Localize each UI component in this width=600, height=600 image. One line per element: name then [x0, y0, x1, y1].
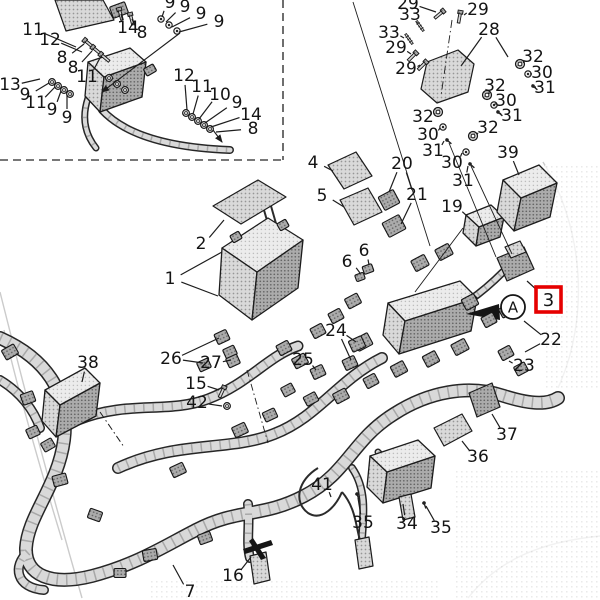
callout-5-25[interactable]: 5: [317, 186, 328, 206]
callout-29-41[interactable]: 29: [397, 0, 419, 14]
callout-8-11[interactable]: 8: [137, 23, 148, 43]
callout-9-6[interactable]: 9: [20, 85, 31, 105]
callout-8-21[interactable]: 8: [248, 119, 259, 139]
callout-9-13[interactable]: 9: [180, 0, 191, 17]
callout-1-22[interactable]: 1: [165, 269, 176, 289]
callout-36-62[interactable]: 36: [467, 447, 489, 467]
callout-6-27[interactable]: 6: [342, 252, 353, 272]
callout-22-34[interactable]: 22: [540, 330, 562, 350]
callout-4-24[interactable]: 4: [308, 153, 319, 173]
callout-39-65[interactable]: 39: [497, 143, 519, 163]
callout-30-51[interactable]: 30: [495, 91, 517, 111]
callout-24-36[interactable]: 24: [325, 321, 347, 341]
callout-11-0[interactable]: 11: [22, 20, 44, 40]
callout-33-46[interactable]: 33: [378, 23, 400, 43]
callout-32-53[interactable]: 32: [412, 107, 434, 127]
callout-29-43[interactable]: 29: [385, 38, 407, 58]
callout-35-60[interactable]: 35: [352, 513, 374, 533]
callout-32-50[interactable]: 32: [484, 76, 506, 96]
callout-9-9[interactable]: 9: [62, 108, 73, 128]
callout-13-5[interactable]: 13: [0, 75, 21, 95]
callout-19-31[interactable]: 19: [441, 197, 463, 217]
callout-38-64[interactable]: 38: [77, 353, 99, 373]
callout-9-19[interactable]: 9: [232, 93, 243, 113]
callout-31-49[interactable]: 31: [534, 78, 556, 98]
callout-35-61[interactable]: 35: [430, 518, 452, 538]
hull-outline-layer: [0, 161, 600, 600]
callout-10-18[interactable]: 10: [209, 85, 231, 105]
callout-30-57[interactable]: 30: [441, 153, 463, 173]
callout-20-32[interactable]: 20: [391, 154, 413, 174]
callout-28-40[interactable]: 28: [478, 20, 500, 40]
callout-14-10[interactable]: 14: [117, 18, 139, 38]
callout-16-30[interactable]: 16: [222, 566, 244, 586]
callout-33-45[interactable]: 33: [399, 5, 421, 25]
callout-7-28[interactable]: 7: [185, 582, 196, 600]
view-a-circle: [500, 294, 526, 320]
callout-42-67[interactable]: 42: [186, 393, 208, 413]
view-a-label: A: [508, 299, 519, 317]
callout-25-37[interactable]: 25: [292, 350, 314, 370]
callout-11-7[interactable]: 11: [25, 93, 47, 113]
callout-27-39[interactable]: 27: [200, 353, 222, 373]
callout-2-23[interactable]: 2: [196, 234, 207, 254]
inset-border-layer: [0, 0, 284, 161]
highlighted-callout-box[interactable]: [534, 285, 563, 314]
callout-9-12[interactable]: 9: [165, 0, 176, 13]
callout-30-48[interactable]: 30: [531, 63, 553, 83]
callout-12-1[interactable]: 12: [39, 30, 61, 50]
callout-29-42[interactable]: 29: [467, 0, 489, 20]
callout-30-54[interactable]: 30: [417, 125, 439, 145]
callout-9-14[interactable]: 9: [196, 4, 207, 24]
callout-37-63[interactable]: 37: [496, 425, 518, 445]
callout-31-58[interactable]: 31: [452, 171, 474, 191]
callout-12-16[interactable]: 12: [173, 66, 195, 86]
callout-14-20[interactable]: 14: [240, 105, 262, 125]
callout-34-59[interactable]: 34: [396, 514, 418, 534]
callout-31-55[interactable]: 31: [422, 141, 444, 161]
callout-9-15[interactable]: 9: [214, 12, 225, 32]
callout-31-52[interactable]: 31: [501, 106, 523, 126]
callout-8-2[interactable]: 8: [57, 48, 68, 68]
callout-9-8[interactable]: 9: [47, 100, 58, 120]
callout-41-66[interactable]: 41: [311, 475, 333, 495]
leader-lines-layer: [21, 5, 542, 585]
callout-8-3[interactable]: 8: [68, 58, 79, 78]
callout-32-47[interactable]: 32: [522, 47, 544, 67]
callout-11-4[interactable]: 11: [76, 67, 98, 87]
callout-23-35[interactable]: 23: [513, 356, 535, 376]
parts-art-layer: [0, 0, 565, 595]
callout-6-26[interactable]: 6: [359, 241, 370, 261]
callout-21-33[interactable]: 21: [406, 185, 428, 205]
callout-26-38[interactable]: 26: [160, 349, 182, 369]
callout-32-56[interactable]: 32: [477, 118, 499, 138]
highlighted-callout-number[interactable]: 3: [543, 290, 554, 311]
callout-15-29[interactable]: 15: [185, 374, 207, 394]
callout-11-17[interactable]: 11: [191, 77, 213, 97]
callout-29-44[interactable]: 29: [395, 59, 417, 79]
